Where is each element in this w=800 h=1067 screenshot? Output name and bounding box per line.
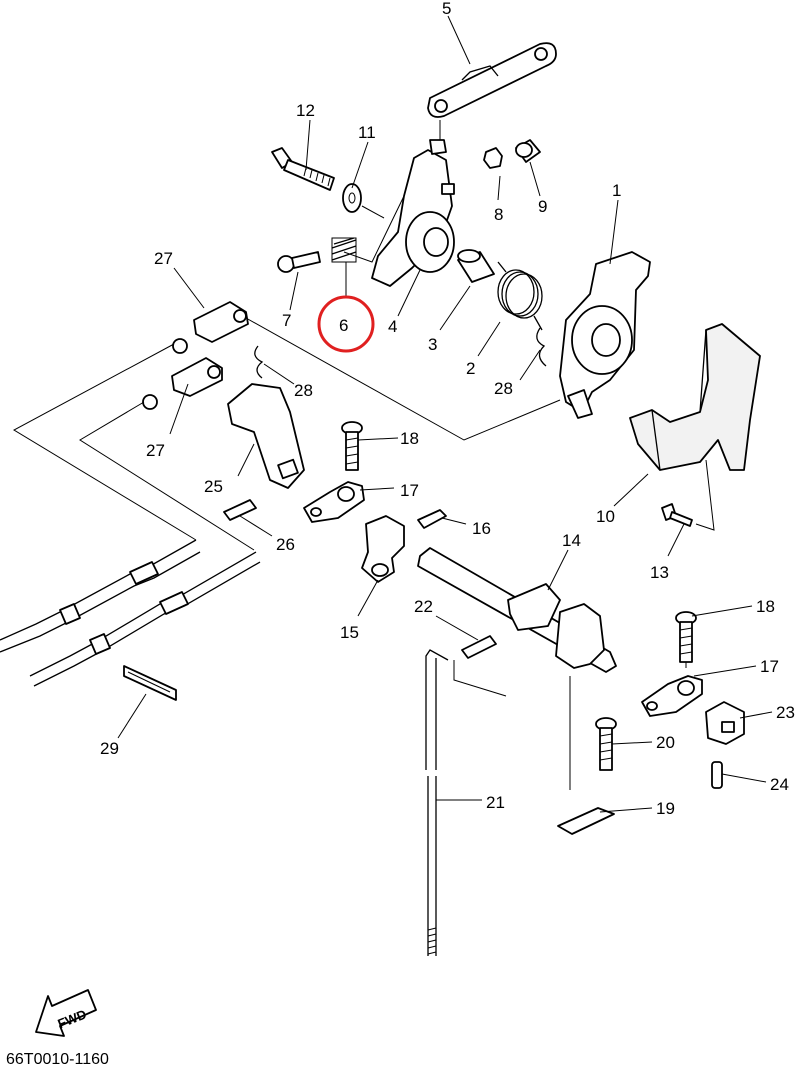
leader-lines	[117, 15, 773, 813]
part-10-housing[interactable]	[629, 323, 761, 471]
callout-28-left: 28	[294, 381, 313, 400]
callout-8: 8	[494, 205, 503, 224]
part-6-spring[interactable]	[331, 237, 357, 263]
callout-5: 5	[442, 0, 451, 18]
part-20-screw[interactable]	[595, 717, 617, 771]
callout-17-upper: 17	[400, 481, 419, 500]
part-7-screw[interactable]	[277, 251, 321, 273]
callout-1: 1	[612, 181, 621, 200]
callout-3: 3	[428, 335, 437, 354]
part-11-washer[interactable]	[342, 183, 362, 213]
callout-28-right: 28	[494, 379, 513, 398]
part-3-bushing[interactable]	[457, 249, 495, 283]
callout-24: 24	[770, 775, 789, 794]
part-25-bracket[interactable]	[227, 383, 305, 489]
callout-21: 21	[486, 793, 505, 812]
part-29-label[interactable]	[123, 665, 177, 701]
callout-7: 7	[282, 311, 291, 330]
part-17-clamp-upper[interactable]	[303, 481, 365, 523]
part-13-screw[interactable]	[661, 503, 693, 527]
part-24-pin[interactable]	[711, 761, 723, 789]
part-27-joint-lower[interactable]	[171, 357, 223, 397]
highlight-circle	[317, 295, 375, 353]
callout-18-lower: 18	[756, 597, 775, 616]
callout-27-lower: 27	[146, 441, 165, 460]
part-26-pin[interactable]	[223, 499, 257, 521]
callout-25: 25	[204, 477, 223, 496]
part-15-lever[interactable]	[361, 515, 405, 583]
part-9-sleeve[interactable]	[515, 139, 541, 163]
control-cables	[0, 539, 261, 687]
callout-26: 26	[276, 535, 295, 554]
part-1-cam-bracket[interactable]	[559, 251, 651, 419]
part-23-lever[interactable]	[705, 701, 745, 745]
callout-29: 29	[100, 739, 119, 758]
callout-19: 19	[656, 799, 675, 818]
part-16-key[interactable]	[417, 509, 447, 529]
callout-16: 16	[472, 519, 491, 538]
part-18-screw-lower[interactable]	[675, 611, 697, 663]
part-2-spring[interactable]	[497, 261, 543, 331]
part-28-clip-left[interactable]	[254, 345, 264, 379]
callout-10: 10	[596, 507, 615, 526]
part-27-nut-lower[interactable]	[142, 394, 158, 410]
callout-14: 14	[562, 531, 581, 550]
drawing-code: 66T0010-1160	[6, 1051, 109, 1067]
callout-4: 4	[388, 317, 397, 336]
part-17-clamp-lower[interactable]	[641, 675, 703, 717]
callout-23: 23	[776, 703, 795, 722]
callout-27-upper: 27	[154, 249, 173, 268]
part-4-bracket[interactable]	[371, 139, 455, 287]
part-28-clip-right[interactable]	[536, 327, 547, 367]
callout-13: 13	[650, 563, 669, 582]
callout-2: 2	[466, 359, 475, 378]
callout-9: 9	[538, 197, 547, 216]
part-27-joint-upper[interactable]	[193, 301, 249, 343]
part-18-screw-upper[interactable]	[341, 421, 363, 471]
callout-15: 15	[340, 623, 359, 642]
part-21-rod[interactable]	[425, 649, 449, 956]
callout-12: 12	[296, 101, 315, 120]
assembly-lines	[12, 120, 715, 790]
part-12-bolt[interactable]	[271, 147, 335, 191]
fwd-arrow-icon: FWD	[35, 989, 97, 1037]
callout-6: 6	[339, 316, 348, 335]
callout-18-upper: 18	[400, 429, 419, 448]
callout-20: 20	[656, 733, 675, 752]
callout-17-lower: 17	[760, 657, 779, 676]
callout-22: 22	[414, 597, 433, 616]
part-19-plate[interactable]	[557, 807, 615, 835]
part-5-link[interactable]	[427, 42, 557, 118]
part-27-nut-upper[interactable]	[172, 338, 188, 354]
part-14-shaft[interactable]	[417, 547, 617, 673]
callout-11: 11	[358, 123, 376, 142]
part-22-pin[interactable]	[461, 635, 497, 659]
part-8-nut[interactable]	[483, 147, 503, 169]
